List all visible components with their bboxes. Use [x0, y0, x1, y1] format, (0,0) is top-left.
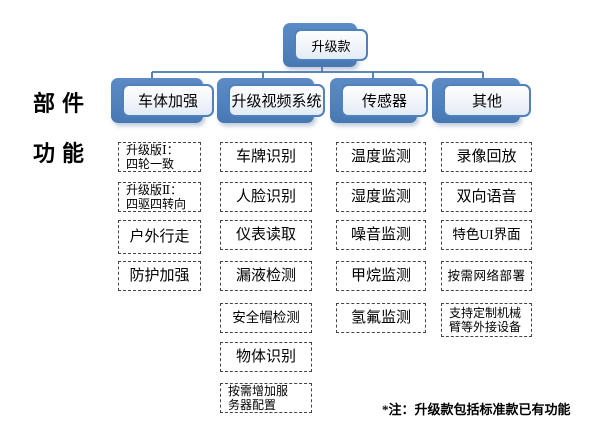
branch-node-label: 传感器 — [341, 84, 428, 117]
feature-box: 噪音监测 — [336, 220, 426, 250]
feature-box: 防护加强 — [118, 261, 201, 291]
branch-node-body: 车体加强 — [111, 78, 214, 123]
feature-box: 甲烷监测 — [336, 261, 426, 291]
feature-box: 双向语音 — [441, 182, 532, 212]
feature-box: 升级版Ⅰ： 四轮一致 — [118, 142, 201, 172]
footnote: *注：升级款包括标准款已有功能 — [382, 402, 571, 417]
row-label-components: 部件 — [33, 91, 92, 116]
branch-node-video: 升级视频系统 — [217, 78, 325, 123]
feature-box: 特色UI界面 — [441, 220, 532, 250]
row-label-functions: 功能 — [33, 141, 92, 166]
feature-box: 车牌识别 — [220, 142, 312, 172]
branch-node-label: 其他 — [443, 84, 531, 117]
feature-box: 安全帽检测 — [220, 303, 312, 333]
branch-node-sensors: 传感器 — [330, 78, 428, 123]
branch-node-label: 升级视频系统 — [228, 84, 325, 117]
feature-box: 仪表读取 — [220, 220, 312, 250]
feature-box: 录像回放 — [441, 142, 532, 172]
feature-box: 支持定制机械 臂等外接设备 — [441, 303, 532, 337]
feature-box: 户外行走 — [118, 220, 201, 254]
branch-node-label: 车体加强 — [122, 84, 214, 117]
feature-box: 氢氟监测 — [336, 303, 426, 333]
feature-box: 湿度监测 — [336, 182, 426, 212]
feature-box: 人脸识别 — [220, 182, 312, 212]
feature-box: 按需网络部署 — [441, 261, 532, 291]
feature-box: 物体识别 — [220, 342, 312, 372]
branch-node-other: 其他 — [432, 78, 531, 123]
feature-box: 升级版Ⅱ： 四驱四转向 — [118, 182, 201, 212]
feature-box: 温度监测 — [336, 142, 426, 172]
feature-box: 按需增加服 务器配置 — [220, 383, 312, 413]
root-node: 升级款 — [283, 23, 368, 67]
feature-box: 漏液检测 — [220, 261, 312, 291]
root-node-label: 升级款 — [294, 29, 368, 61]
